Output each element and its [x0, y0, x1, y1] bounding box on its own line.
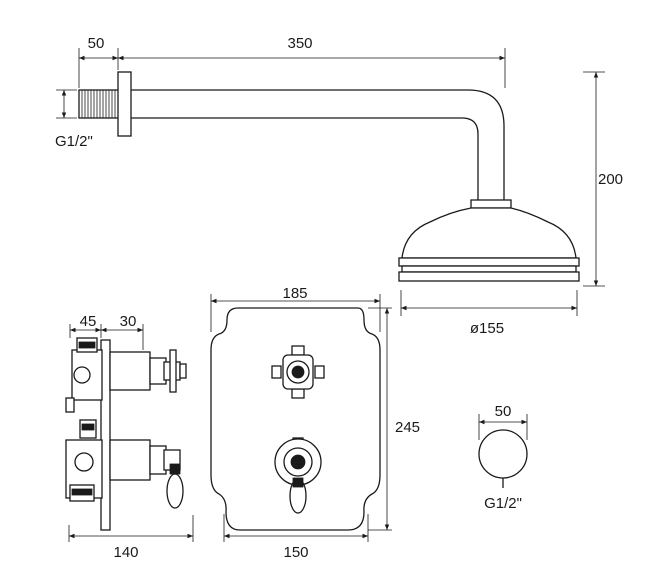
- valve-side-view-drawing: [65, 337, 187, 531]
- wall-outlet-drawing: [478, 429, 528, 488]
- dim-outlet-diameter-label: 50: [495, 403, 512, 420]
- valve-front-plate-drawing: [210, 307, 381, 531]
- dim-depth-a-label: 45: [80, 313, 97, 330]
- valve-side-dimensions: 45 30 140: [68, 313, 194, 561]
- dim-height-label: 245: [395, 419, 420, 436]
- shower-arm-drawing: [78, 71, 580, 282]
- dim-drop-label: 200: [598, 171, 623, 188]
- shower-head: [401, 207, 577, 259]
- dim-width-bottom-label: 150: [283, 544, 308, 561]
- dim-depth-b-label: 30: [120, 313, 137, 330]
- dim-arm-length-label: 350: [287, 35, 312, 52]
- dim-width-top-label: 185: [282, 285, 307, 302]
- lever-handle: [274, 437, 322, 514]
- cross-handle: [271, 345, 325, 399]
- arm-collar: [470, 199, 512, 209]
- valve-side-plate: [100, 339, 111, 531]
- valve-front-dimensions: 185 245 150: [210, 285, 420, 561]
- wall-outlet-circle: [478, 429, 528, 479]
- arm-thread-label: G1/2": [55, 133, 93, 150]
- arm-thread: [78, 89, 120, 119]
- dim-head-diameter-label: ø155: [470, 320, 504, 337]
- outlet-thread-label: G1/2": [484, 495, 522, 512]
- wall-outlet-dimensions: 50 G1/2": [478, 403, 528, 512]
- arm-wall-flange: [117, 71, 132, 137]
- dim-wall-flange-label: 50: [88, 35, 105, 52]
- front-plate-outline: [210, 307, 381, 531]
- shower-arm-dimensions: 50 350 G1/2" 200 ø155: [55, 35, 623, 337]
- arm-tube: [131, 89, 505, 202]
- dim-total-depth-label: 140: [113, 544, 138, 561]
